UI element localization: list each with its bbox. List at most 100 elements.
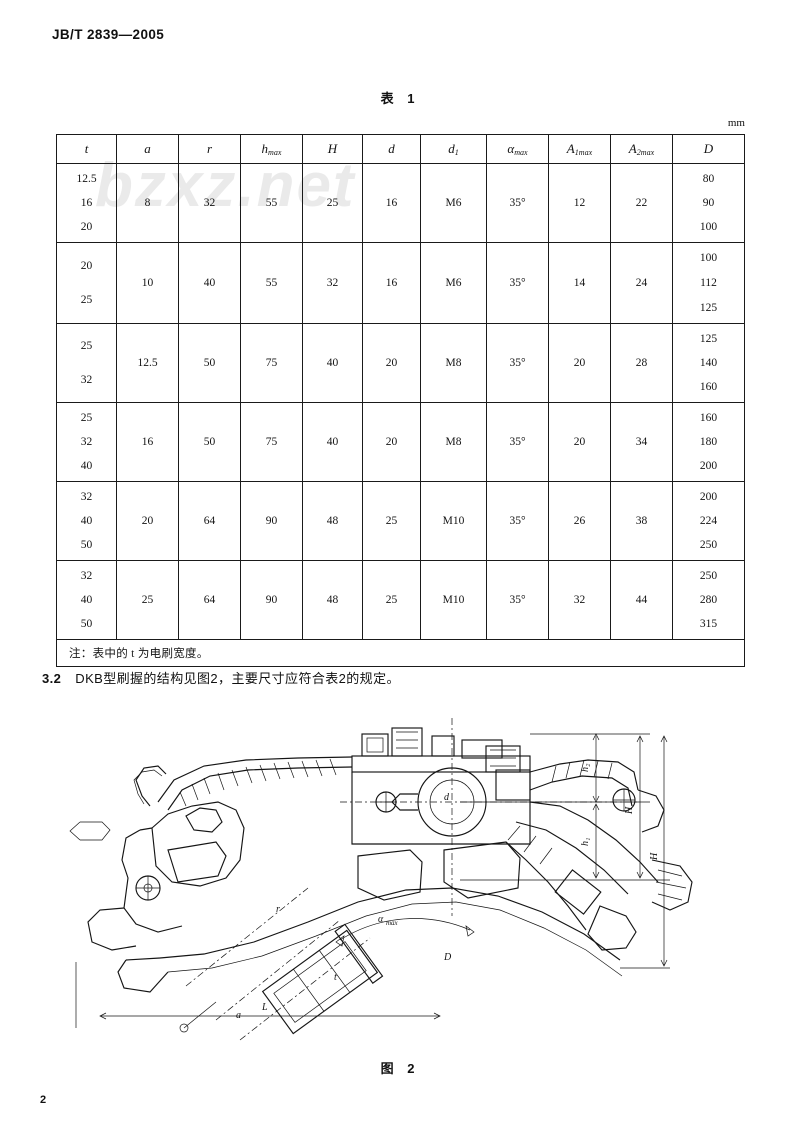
cell-A1max: 12 [548, 163, 611, 243]
cell-a: 16 [116, 402, 179, 482]
cell-r: 32 [178, 163, 241, 243]
page-number: 2 [40, 1094, 47, 1106]
col-header-alpha-max: αmax [486, 134, 549, 164]
cell-alpha-max: 35° [486, 242, 549, 324]
cell-A1max: 20 [548, 402, 611, 482]
col-header-A1max: A1max [548, 134, 611, 164]
cell-alpha-max: 35° [486, 481, 549, 561]
cell-alpha-max: 35° [486, 323, 549, 403]
clause-3-2: 3.2 DKB型刷握的结构见图2，主要尺寸应符合表2的规定。 [42, 668, 400, 687]
figure-2-drawing: h₂ h₁ H H α max L d t [40, 710, 760, 1060]
cell-d: 20 [362, 323, 421, 403]
label-alpha-max: α [378, 914, 384, 925]
figure-caption: 图 2 [380, 1061, 420, 1076]
cell-d1: M6 [420, 163, 487, 243]
commutator-arc-group [117, 887, 623, 993]
dimension-lines-right: h₂ h₁ H H [460, 733, 670, 969]
cell-A1max: 14 [548, 242, 611, 324]
col-header-A2max: A2max [610, 134, 673, 164]
cell-A2max: 34 [610, 402, 673, 482]
cell-d1: M8 [420, 323, 487, 403]
table-unit-label: mm [727, 117, 745, 129]
cell-d: 16 [362, 163, 421, 243]
col-header-D: D [672, 134, 745, 164]
col-header-t: t [56, 134, 117, 164]
label-t: t [334, 972, 337, 983]
cell-alpha-max: 35° [486, 163, 549, 243]
cell-r: 40 [178, 242, 241, 324]
spring-arm-group [133, 756, 353, 811]
cell-a: 8 [116, 163, 179, 243]
cell-A2max: 24 [610, 242, 673, 324]
top-housing-group [351, 727, 531, 845]
center-window-group [357, 841, 521, 901]
cell-h-max: 55 [240, 163, 303, 243]
cell-d1: M10 [420, 560, 487, 640]
standard-code-header: JB/T 2839—2005 [52, 27, 165, 42]
label-d: d [444, 792, 450, 803]
cell-h-max: 75 [240, 323, 303, 403]
col-header-d1: d1 [420, 134, 487, 164]
cell-A2max: 38 [610, 481, 673, 561]
cell-A1max: 26 [548, 481, 611, 561]
label-r: r [276, 904, 280, 915]
table-title: 表 1 [380, 91, 420, 106]
label-D: D [443, 952, 452, 963]
cell-a: 12.5 [116, 323, 179, 403]
cell-H: 48 [302, 560, 363, 640]
dimension-label-H: H [624, 806, 635, 815]
dimension-label-Hmax: H [649, 852, 660, 861]
clause-text: DKB型刷握的结构见图2，主要尺寸应符合表2的规定。 [75, 671, 400, 686]
cell-h-max: 90 [240, 560, 303, 640]
cell-h-max: 75 [240, 402, 303, 482]
clause-number: 3.2 [42, 671, 62, 686]
cell-d: 20 [362, 402, 421, 482]
cell-alpha-max: 35° [486, 560, 549, 640]
cell-H: 40 [302, 402, 363, 482]
cell-H: 25 [302, 163, 363, 243]
cell-H: 48 [302, 481, 363, 561]
col-header-h-max: hmax [240, 134, 303, 164]
cell-d1: M6 [420, 242, 487, 324]
right-arm-group [505, 759, 693, 951]
specification-table: t a r hmax H d d1 αmax A1max A2max D [56, 134, 745, 667]
cell-A1max: 32 [548, 560, 611, 640]
cell-d: 25 [362, 481, 421, 561]
dimension-L: L [75, 962, 441, 1028]
angle-dimension-alpha: α max [335, 914, 475, 947]
cell-a: 25 [116, 560, 179, 640]
cell-h-max: 90 [240, 481, 303, 561]
label-a: a [236, 1010, 241, 1021]
cell-a: 10 [116, 242, 179, 324]
cell-d: 25 [362, 560, 421, 640]
cell-A2max: 28 [610, 323, 673, 403]
cell-a: 20 [116, 481, 179, 561]
brush-holder-assembly-drawing: h₂ h₁ H H α max L d t [69, 718, 693, 1041]
cell-d1: M8 [420, 402, 487, 482]
cell-r: 64 [178, 481, 241, 561]
cell-H: 40 [302, 323, 363, 403]
table-note: 注：表中的 t 为电刷宽度。 [56, 639, 745, 667]
cell-d: 16 [362, 242, 421, 324]
cell-r: 64 [178, 560, 241, 640]
col-header-H: H [302, 134, 363, 164]
cell-h-max: 55 [240, 242, 303, 324]
table-header-row: t a r hmax H d d1 αmax A1max A2max D [56, 134, 745, 164]
